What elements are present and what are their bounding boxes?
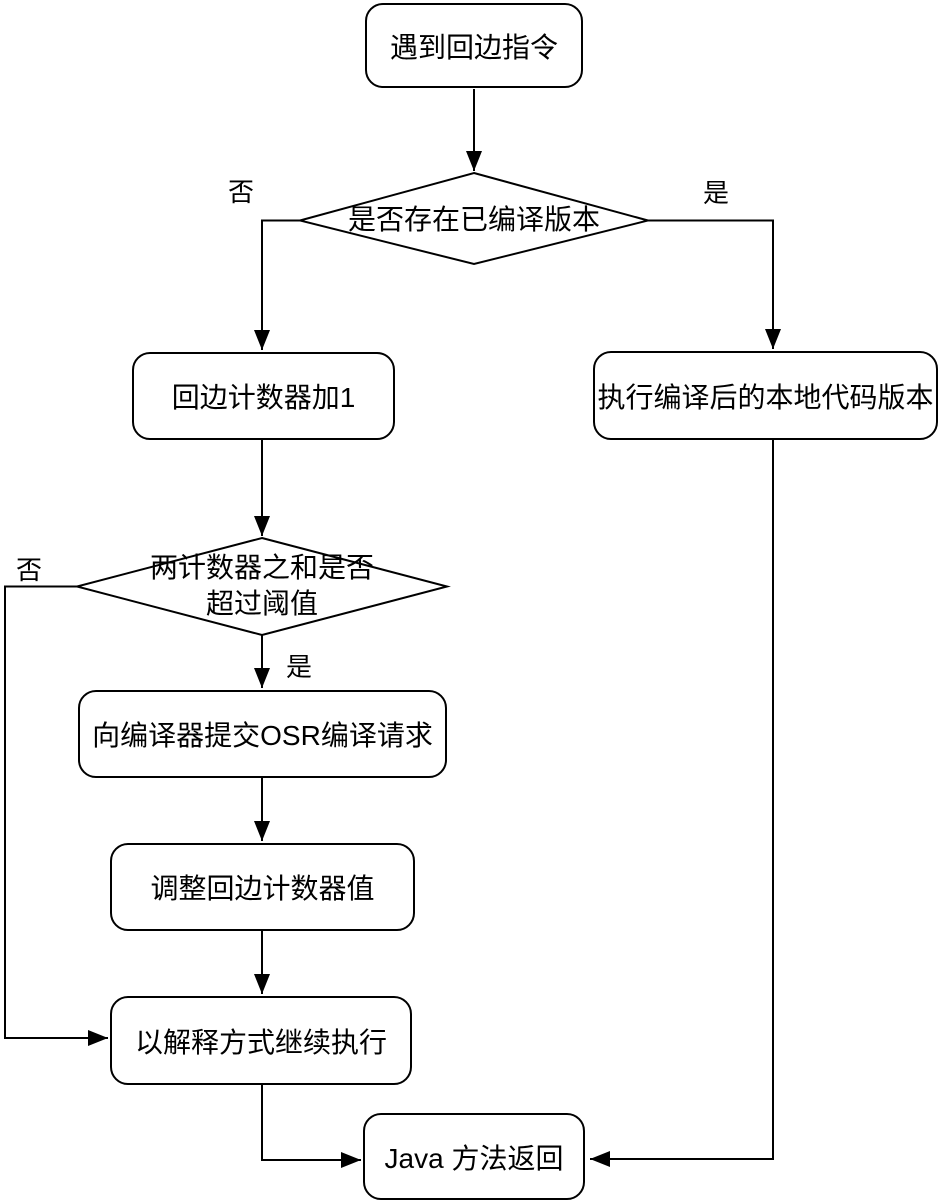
edge-decision-compiled-no-to-inc-counter	[254, 219, 300, 350]
node-start: 遇到回边指令	[365, 3, 583, 88]
decision-compiled-diamond	[296, 171, 652, 266]
node-exec-native: 执行编译后的本地代码版本	[593, 351, 938, 440]
edge-label-threshold-yes: 是	[286, 652, 313, 682]
edge-label-compiled-no: 否	[228, 177, 255, 207]
decision-threshold-line1: 两计数器之和是否	[149, 552, 374, 583]
edge-exec-native-to-java-return	[590, 440, 774, 1167]
node-submit-osr: 向编译器提交OSR编译请求	[78, 690, 447, 778]
node-decision-compiled-label: 是否存在已编译版本	[347, 204, 600, 235]
edge-interpret-to-java-return	[261, 1085, 361, 1168]
node-decision-threshold-label: 两计数器之和是否 超过阈值	[92, 548, 432, 624]
node-adjust-counter: 调整回边计数器值	[110, 843, 415, 931]
edge-label-compiled-yes: 是	[703, 178, 730, 208]
edge-decision-threshold-no-to-interpret	[4, 585, 108, 1046]
node-interpret: 以解释方式继续执行	[110, 996, 412, 1085]
edge-label-threshold-no: 否	[16, 555, 43, 585]
edge-decision-compiled-yes-to-exec-native	[648, 219, 781, 349]
node-inc-counter: 回边计数器加1	[132, 352, 395, 440]
node-java-return: Java 方法返回	[363, 1113, 585, 1200]
decision-threshold-line2: 超过阈值	[205, 588, 318, 619]
